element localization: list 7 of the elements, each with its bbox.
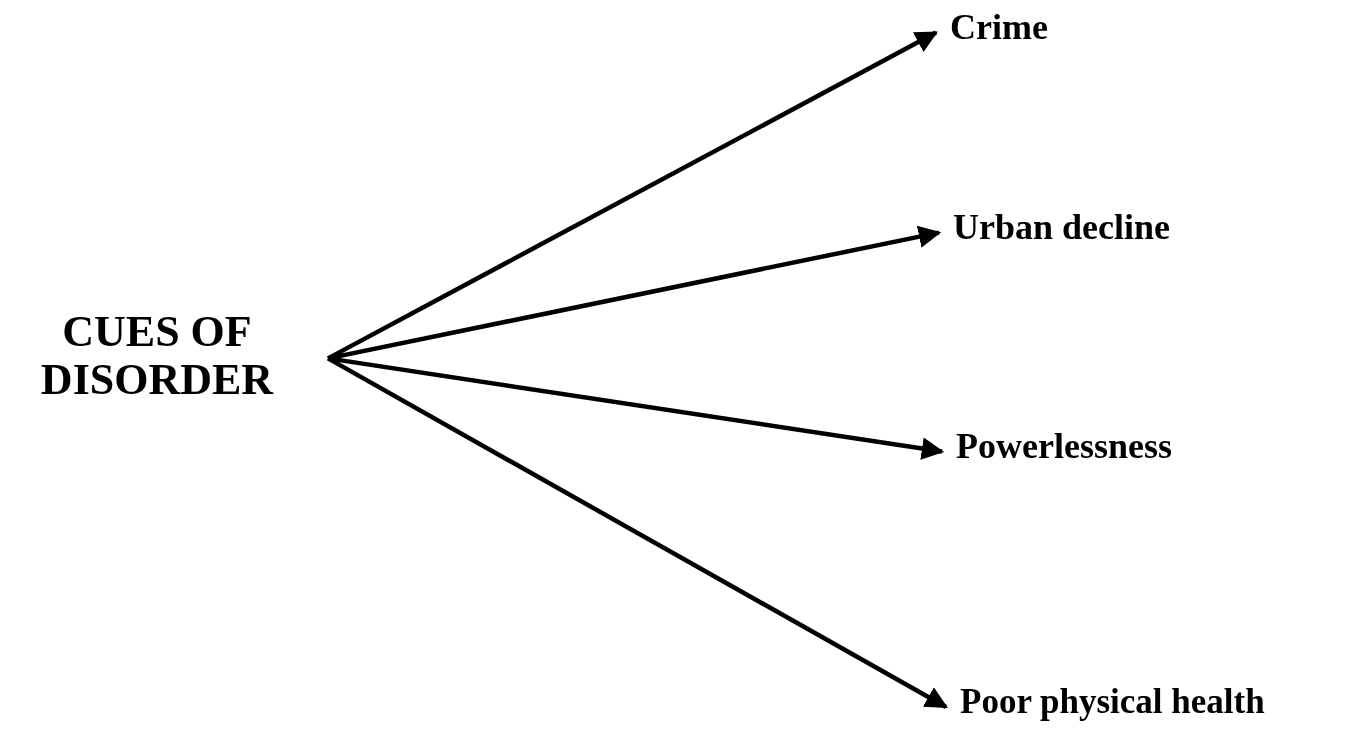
outcome-label: Urban decline	[953, 206, 1170, 249]
outcome-label: Powerlessness	[956, 425, 1172, 468]
outcome-label: Crime	[950, 6, 1048, 49]
source-label: CUES OF DISORDER	[39, 308, 275, 405]
arrow	[327, 356, 945, 460]
arrow	[326, 356, 948, 709]
outcome-label: Poor physical health	[960, 681, 1265, 723]
